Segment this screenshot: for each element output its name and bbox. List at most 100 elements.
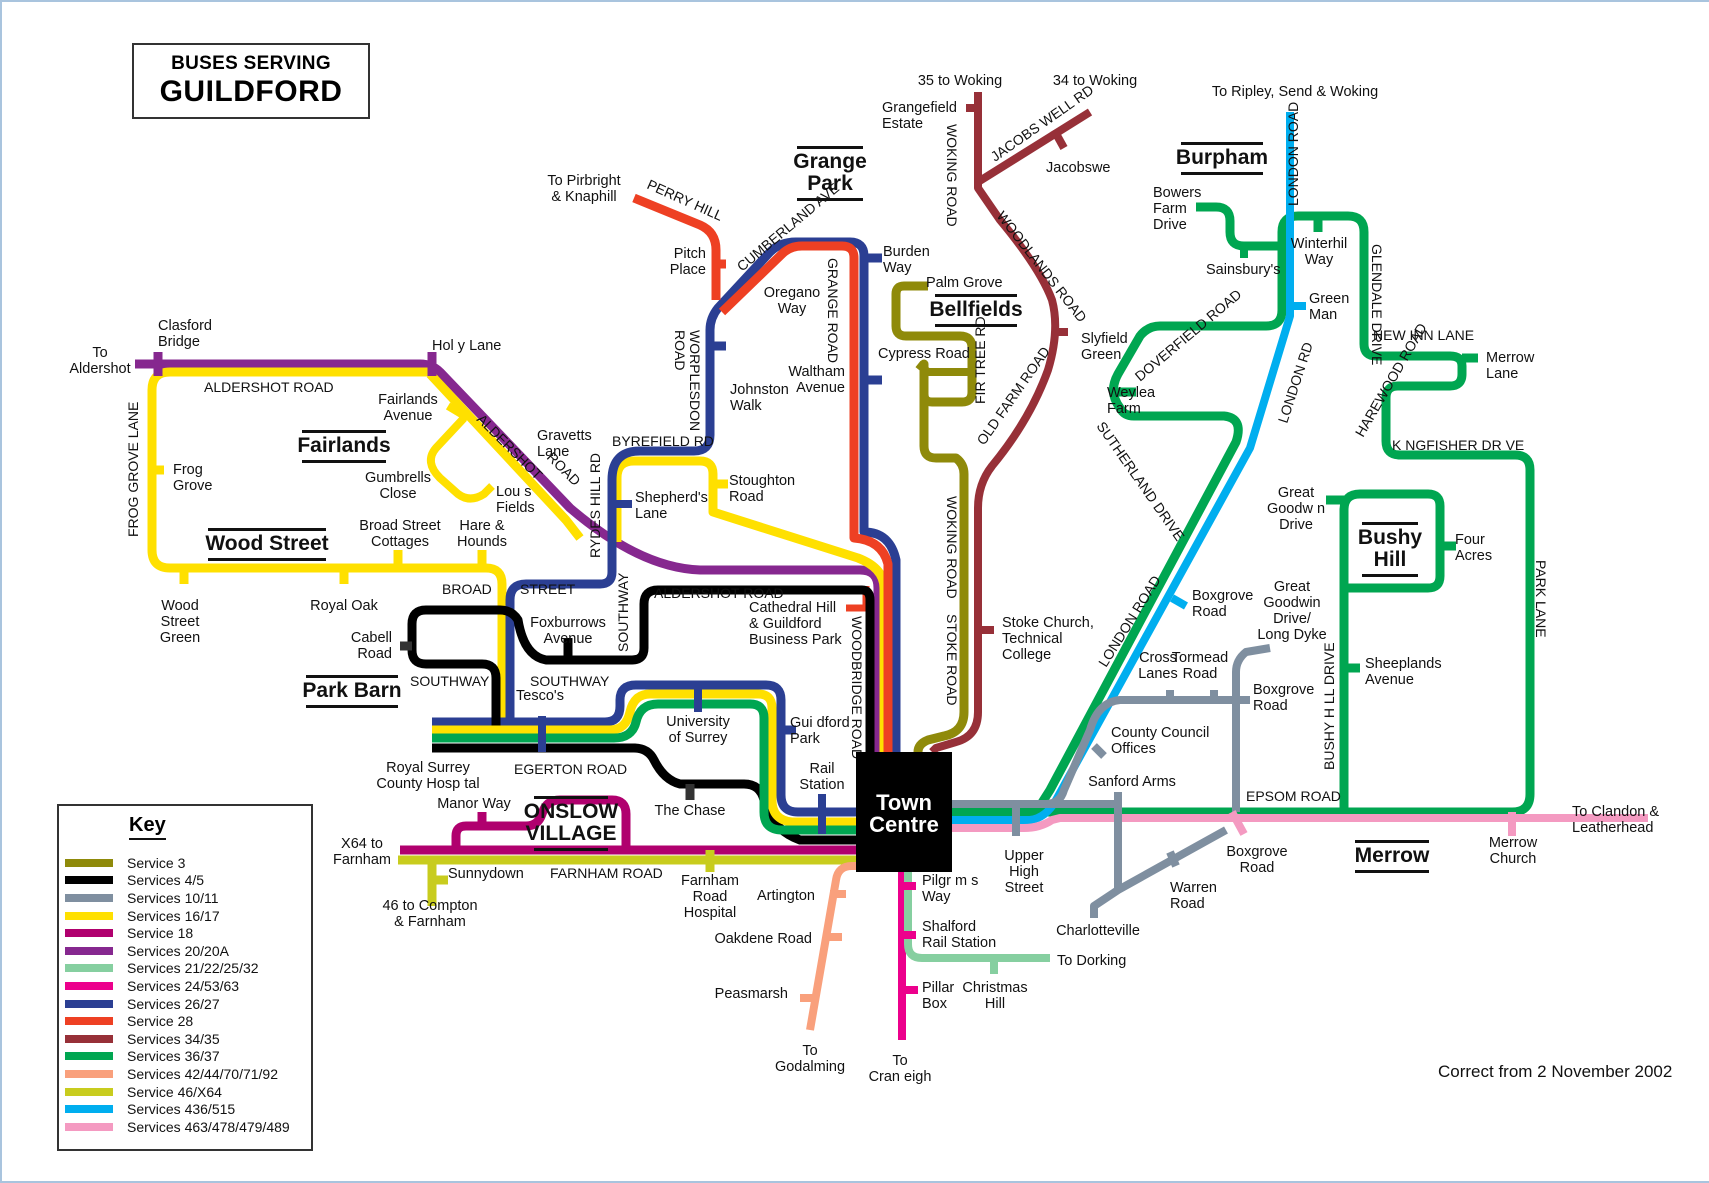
route-34-jacobswell[interactable] <box>975 108 1093 186</box>
stop-label-compton[interactable]: 46 to Compton& Farnham <box>382 898 477 930</box>
stop-label-jacobswell[interactable]: Jacobswe <box>1046 160 1110 176</box>
stop-label-woking-35[interactable]: 35 to Woking <box>918 73 1002 89</box>
route-436-515[interactable] <box>952 112 1294 824</box>
stop-label-oakdene-road[interactable]: Oakdene Road <box>714 931 812 947</box>
route-16-17-aldershot-diag[interactable] <box>426 370 584 541</box>
route-3-cypress[interactable] <box>915 360 972 376</box>
route-36-37-epsom[interactable] <box>952 211 1535 817</box>
stop-label-pirbright[interactable]: To Pirbright& Knaphill <box>547 173 620 205</box>
route-16-17-fairlands-spur[interactable] <box>445 402 471 422</box>
route-16-17-university[interactable] <box>432 689 856 827</box>
route-4-5-southway-loop[interactable] <box>407 585 875 752</box>
route-16-17-stoughton[interactable] <box>612 456 889 752</box>
route-16-17-fairlands-loop[interactable] <box>426 415 495 503</box>
stop-label-sunnydown[interactable]: Sunnydown <box>448 866 524 882</box>
stop-label-sainsburys[interactable]: Sainsbury's <box>1206 262 1281 278</box>
stop-label-ripley[interactable]: To Ripley, Send & Woking <box>1212 84 1378 100</box>
stop-label-holly-lane[interactable]: Hol y Lane <box>432 338 501 354</box>
route-463-478-479-489[interactable] <box>952 814 1648 832</box>
stop-label-royal-oak[interactable]: Royal Oak <box>310 598 378 614</box>
route-28-main[interactable] <box>718 241 893 752</box>
stop-label-to-dorking[interactable]: To Dorking <box>1057 953 1126 969</box>
route-36-37-bowers[interactable] <box>1196 202 1282 251</box>
route-42-44[interactable] <box>806 862 856 1031</box>
route-16-17-wood-street[interactable] <box>147 367 507 730</box>
stop-label-the-chase[interactable]: The Chase <box>655 803 726 819</box>
town-centre-hub[interactable]: Town Centre <box>856 752 952 872</box>
stop-label-palm-grove[interactable]: Palm Grove <box>926 275 1003 291</box>
route-36-37-bushy-loop[interactable] <box>1339 489 1445 812</box>
route-21-22-25-32[interactable] <box>904 872 1050 962</box>
stop-label-woking-34[interactable]: 34 to Woking <box>1053 73 1137 89</box>
route-28[interactable] <box>632 193 721 300</box>
stop-label-peasmarsh[interactable]: Peasmarsh <box>715 986 788 1002</box>
stop-label-artington[interactable]: Artington <box>757 888 815 904</box>
stop-label-cypress-road[interactable]: Cypress Road <box>878 346 970 362</box>
stop-label-hare-hounds[interactable]: Hare &Hounds <box>457 518 507 550</box>
route-18[interactable] <box>400 795 856 855</box>
route-36-37-university[interactable] <box>432 699 856 835</box>
route-34-35[interactable] <box>929 92 1060 755</box>
stop-label-charlotteville[interactable]: Charlotteville <box>1056 923 1140 939</box>
stop-label-clandon[interactable]: To Clandon &Leatherhead <box>1572 804 1659 836</box>
stop-label-manor-way[interactable]: Manor Way <box>437 796 511 812</box>
stop-label-tescos[interactable]: Tesco's <box>516 688 564 704</box>
route-4-5[interactable] <box>432 743 856 845</box>
route-3[interactable] <box>891 281 977 753</box>
route-26-27-north[interactable] <box>505 237 901 752</box>
stop-label-sanford-arms[interactable]: Sanford Arms <box>1088 774 1176 790</box>
